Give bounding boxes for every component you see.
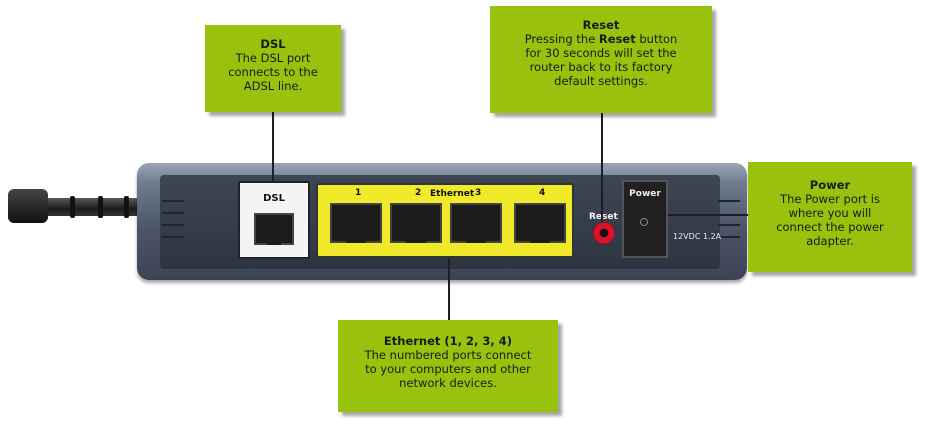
- dsl-callout: DSL The DSL port connects to the ADSL li…: [205, 25, 341, 112]
- antenna-ring: [98, 196, 103, 218]
- dsl-port-panel: DSL: [238, 181, 310, 259]
- ethernet-port-3[interactable]: [450, 203, 502, 243]
- reset-button[interactable]: [593, 222, 615, 244]
- vent-slot: [718, 224, 740, 226]
- ethernet-port-1[interactable]: [330, 203, 382, 243]
- antenna-ring: [70, 196, 75, 218]
- ethernet-callout: Ethernet (1, 2, 3, 4) The numbered ports…: [338, 320, 558, 412]
- voltage-label: 12VDC 1.2A: [673, 232, 722, 241]
- dsl-leader-line: [272, 112, 274, 182]
- power-port[interactable]: [640, 218, 648, 226]
- dsl-port[interactable]: [254, 213, 294, 245]
- ethernet-label: Ethernet: [430, 189, 475, 199]
- power-callout: Power The Power port is where you will c…: [748, 162, 912, 272]
- antenna-cap: [8, 189, 48, 223]
- vent-slot: [162, 224, 184, 226]
- ethernet-port-4[interactable]: [514, 203, 566, 243]
- dsl-port-label: DSL: [263, 193, 285, 204]
- reset-callout-text-post: button for 30 seconds will set the route…: [525, 32, 678, 88]
- antenna-ring: [124, 196, 129, 218]
- power-callout-text: The Power port is where you will connect…: [776, 192, 884, 248]
- dsl-callout-title: DSL: [260, 37, 286, 51]
- ethernet-callout-title: Ethernet (1, 2, 3, 4): [383, 334, 513, 348]
- vent-slot: [162, 212, 184, 214]
- vent-slot: [162, 200, 184, 202]
- ethernet-port-2[interactable]: [390, 203, 442, 243]
- reset-callout: Reset Pressing the Reset button for 30 s…: [490, 6, 712, 113]
- power-port-panel: Power: [622, 180, 668, 258]
- port-number-label: 2: [415, 188, 422, 198]
- port-number-label: 4: [539, 188, 546, 198]
- reset-callout-title: Reset: [582, 18, 620, 32]
- reset-callout-text: Pressing the Reset button for 30 seconds…: [490, 32, 712, 88]
- reset-callout-text-pre: Pressing the: [524, 32, 599, 46]
- dsl-callout-text: The DSL port connects to the ADSL line.: [228, 51, 318, 93]
- power-callout-title: Power: [809, 178, 851, 192]
- port-number-label: 3: [475, 188, 482, 198]
- reset-callout-text-bold: Reset: [598, 32, 636, 46]
- power-leader-line: [668, 214, 748, 216]
- port-number-label: 1: [355, 188, 362, 198]
- vent-slot: [718, 200, 740, 202]
- reset-label: Reset: [589, 212, 618, 222]
- power-port-label: Power: [629, 189, 661, 199]
- ethernet-port-panel: 1 2 Ethernet 3 4: [316, 183, 574, 258]
- reset-leader-line: [601, 113, 603, 223]
- antenna: [42, 198, 142, 216]
- vent-slot: [718, 236, 740, 238]
- ethernet-leader-line: [448, 258, 450, 320]
- ethernet-callout-text: The numbered ports connect to your compu…: [364, 348, 532, 390]
- vent-slot: [162, 236, 184, 238]
